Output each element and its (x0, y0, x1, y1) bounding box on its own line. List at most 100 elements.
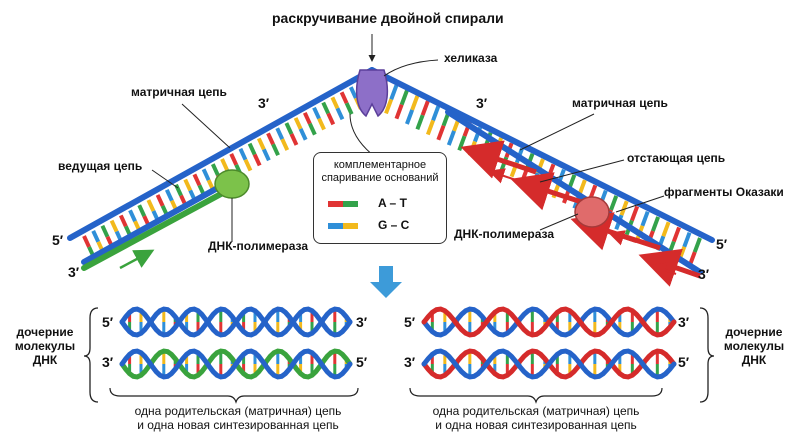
base-pair (271, 143, 280, 157)
base-pair (344, 102, 354, 115)
backbone-right-inner (445, 109, 703, 275)
base-pair (82, 235, 91, 248)
okazaki-fragment (460, 140, 537, 179)
base-pair (405, 109, 415, 125)
daughter-right-line3: ДНК (741, 352, 767, 367)
dna-polymerase-right-icon (574, 196, 610, 228)
daughter-left-line1: дочерние (16, 325, 74, 339)
gc-pair-label: G – C (378, 218, 410, 232)
base-pair (183, 178, 193, 192)
base-pair (210, 163, 220, 176)
base-pair (425, 119, 435, 136)
base-pair (91, 230, 101, 243)
brace-bottom-right (409, 387, 663, 404)
brace-bottom-left (109, 387, 359, 404)
lagging-strand-label: отстающая цепь (627, 151, 726, 165)
base-pair (577, 179, 587, 195)
base-pair (619, 200, 629, 216)
base-pair (457, 135, 467, 152)
base-pair (431, 105, 441, 122)
base-pair (640, 210, 650, 227)
base-pair (252, 153, 262, 167)
end-label-top-right-3: 3′ (476, 95, 488, 111)
template-strand-left-label: матричная цепь (131, 85, 227, 99)
daughter-molecules-right-label: дочерние молекулы ДНК (714, 325, 794, 367)
end-label-left-3: 3′ (68, 264, 80, 280)
dna-polymerase-left-icon (214, 169, 250, 199)
helicase-label: хеликаза (444, 51, 498, 65)
helix-l2-left-end: 3′ (102, 354, 114, 370)
helix-strand (421, 348, 677, 380)
base-pair (651, 216, 661, 232)
base-pair (164, 188, 174, 202)
base-pair (692, 237, 702, 253)
helix-strand (119, 348, 353, 380)
base-pair (399, 89, 409, 106)
base-pair (661, 221, 671, 237)
base-pair (348, 86, 358, 99)
legend-title-line1: комплементарное (333, 159, 427, 171)
dna-polymerase-right-label: ДНК-полимераза (454, 227, 554, 241)
base-pair (128, 209, 137, 223)
end-label-top-left-3: 3′ (258, 95, 270, 111)
base-pair (247, 142, 257, 156)
gc-pair-swatch (328, 223, 358, 229)
base-pair (326, 112, 336, 126)
base-pair (420, 100, 430, 116)
helix-l1-left-end: 5′ (102, 314, 114, 330)
lagging-direction-arrow (650, 262, 677, 278)
base-pair (280, 138, 290, 151)
base-pair (289, 133, 299, 146)
backbone-right-outer (369, 67, 715, 243)
base-pair (220, 158, 229, 171)
down-arrow-icon (370, 266, 402, 298)
helix-strand (421, 306, 677, 338)
legend-title-line2: спаривание оснований (321, 172, 439, 185)
leading-strand-label: ведущая цепь (58, 159, 143, 173)
daughter-left-line3: ДНК (32, 352, 58, 367)
diagram-title: раскручивание двойной спирали (272, 10, 504, 26)
backbone-left-outer (67, 67, 375, 241)
base-pair (671, 226, 681, 243)
dna-polymerase-left-label: ДНК-полимераза (208, 239, 308, 253)
caption-right-line1: одна родительская (матричная) цепь (432, 404, 640, 418)
base-pair (436, 125, 446, 141)
base-pair (312, 106, 321, 120)
base-pair (266, 132, 275, 146)
leading-strand (81, 185, 235, 271)
caption-right: одна родительская (матричная) цепь и одн… (418, 404, 654, 433)
base-pair (410, 95, 420, 111)
lagging-direction-arrow (608, 230, 637, 246)
base-pair (137, 204, 147, 217)
base-pairing-legend: комплементарное спаривание оснований A –… (313, 152, 447, 244)
caption-right-line2: и одна новая синтезированная цепь (435, 417, 637, 432)
base-pair (384, 98, 394, 115)
helix-l1-right-end: 3′ (356, 314, 368, 330)
base-pair (415, 114, 425, 130)
base-pair (238, 147, 248, 161)
leading-direction-arrow (119, 249, 155, 270)
at-pair-swatch (328, 201, 358, 207)
base-pair (298, 128, 308, 141)
template-strand-right-label: матричная цепь (572, 96, 668, 110)
base-pair (389, 84, 399, 101)
at-pair-label: A – T (378, 196, 407, 210)
base-pair (201, 168, 211, 182)
base-pair (317, 117, 326, 131)
base-pair (330, 96, 340, 110)
helicase-icon (355, 69, 389, 118)
base-pair (229, 153, 239, 166)
brace-right (699, 307, 715, 403)
base-pair (321, 101, 331, 115)
base-pair (118, 214, 128, 228)
base-pair (609, 195, 619, 211)
base-pair (335, 107, 345, 121)
base-pair (243, 158, 253, 172)
helix-l2-right-end: 5′ (356, 354, 368, 370)
base-pair (308, 122, 317, 136)
daughter-right-line2: молекулы (723, 338, 785, 353)
base-pair (174, 183, 183, 197)
base-pair (682, 232, 692, 248)
daughter-right-line1: дочерние (725, 325, 783, 339)
